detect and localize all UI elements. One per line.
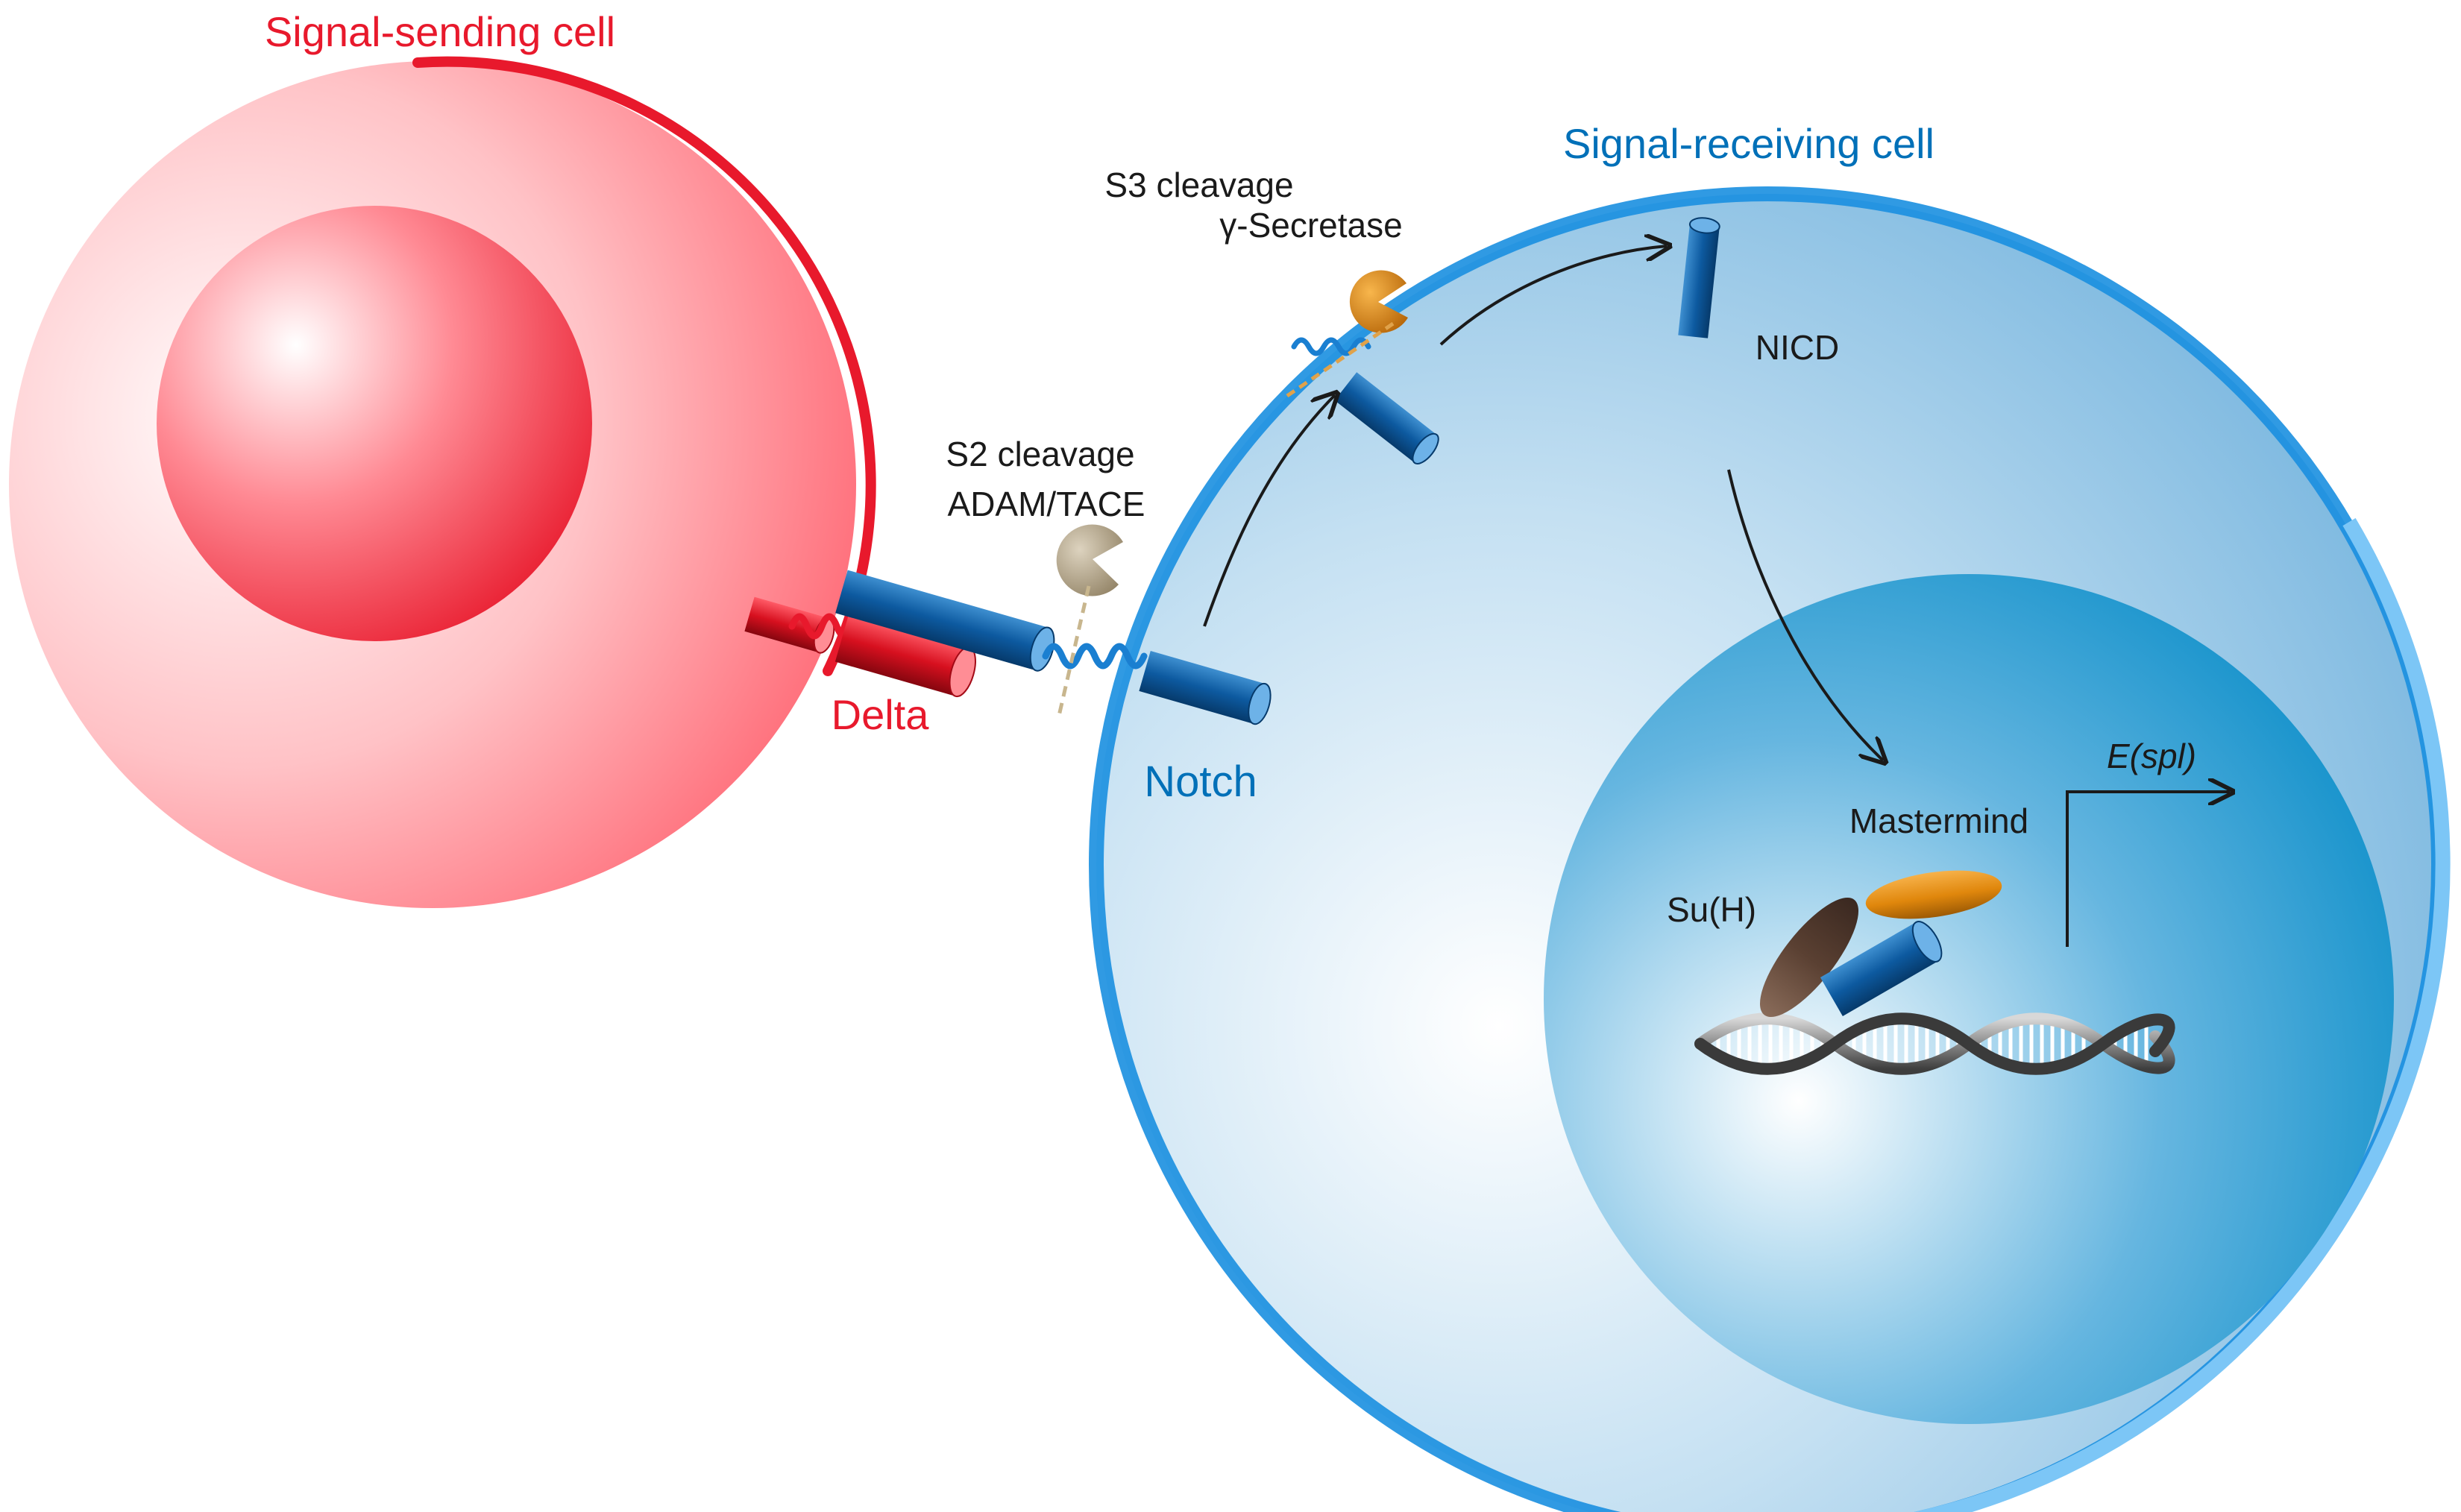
label-notch: Notch [1144, 757, 1257, 806]
arrow-notch-to-s3 [1203, 395, 1335, 627]
delta-ligand [744, 596, 976, 698]
notch-linker [1042, 643, 1148, 670]
mastermind-protein [1865, 870, 2002, 919]
label-sending-cell: Signal-sending cell [265, 8, 615, 55]
label-delta: Delta [832, 691, 930, 738]
transcription-arrow [2066, 792, 2230, 947]
label-gamma-secretase: γ-Secretase [1219, 206, 1402, 245]
label-nicd: NICD [1756, 328, 1839, 367]
nicd-bound [1820, 922, 1939, 1016]
arrow-nicd-to-nucleus [1727, 469, 1883, 760]
notch-extracellular-domain [835, 570, 1049, 671]
label-s2-cleavage: S2 cleavage [946, 435, 1134, 473]
delta-linker [788, 613, 855, 640]
notch-transmembrane-domain [1139, 651, 1266, 724]
arrow-s3-to-nicd [1439, 246, 1667, 346]
notch-membrane-fragment [1291, 337, 1371, 356]
dna-strand-2 [1694, 1012, 2175, 1075]
delta-small-segment [744, 596, 829, 653]
suh-protein [1759, 897, 1859, 1018]
label-suh: Su(H) [1667, 890, 1756, 929]
gamma-secretase-pacman-icon [1349, 270, 1408, 333]
s2-cleavage-line [1057, 585, 1091, 716]
receiving-cell-membrane-highlight [1913, 517, 2451, 1512]
gamma-secretase-enzyme [1281, 270, 1408, 401]
sending-cell-nucleus [157, 206, 592, 641]
label-target-gene: E(spl) [2107, 737, 2196, 775]
sending-cell-membrane [412, 56, 876, 676]
s3-cleavage-line [1281, 321, 1395, 401]
adam-tace-pacman-icon [1056, 524, 1123, 596]
signal-receiving-cell [1089, 186, 2451, 1512]
notch-receptor [835, 570, 1272, 725]
label-mastermind: Mastermind [1849, 801, 2028, 840]
delta-large-segment [835, 613, 970, 696]
label-receiving-cell: Signal-receiving cell [1563, 120, 1934, 167]
receiving-cell-nucleus [1544, 574, 2394, 1424]
transcription-complex [1759, 870, 2002, 1018]
nicd-free [1678, 217, 1720, 338]
dna-double-helix [1694, 1012, 2175, 1075]
label-adam-tace: ADAM/TACE [948, 485, 1145, 523]
adam-tace-enzyme [1056, 524, 1123, 716]
label-s3-cleavage: S3 cleavage [1104, 166, 1293, 204]
signal-sending-cell [9, 56, 876, 908]
nicd-at-membrane [1334, 372, 1439, 464]
